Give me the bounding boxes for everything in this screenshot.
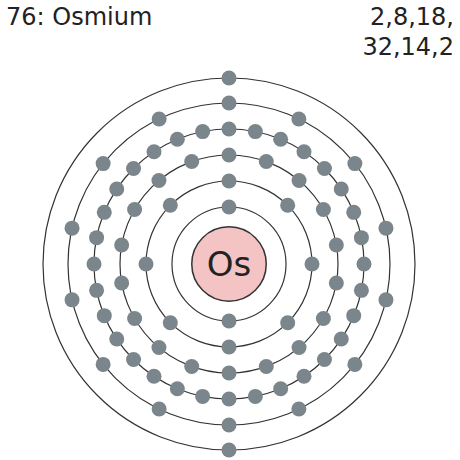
electron bbox=[378, 292, 393, 307]
electron bbox=[259, 359, 274, 374]
element-symbol: Os bbox=[207, 244, 251, 284]
electron bbox=[346, 308, 361, 323]
electron bbox=[222, 96, 237, 111]
electron bbox=[222, 418, 237, 433]
nucleus: Os bbox=[191, 226, 267, 302]
electron bbox=[292, 340, 307, 355]
electron bbox=[65, 292, 80, 307]
electron bbox=[292, 173, 307, 188]
electron bbox=[347, 357, 362, 372]
nucleus-fill bbox=[192, 227, 266, 301]
electron bbox=[195, 124, 210, 139]
electron bbox=[170, 132, 185, 147]
electron bbox=[127, 202, 142, 217]
electron bbox=[357, 257, 372, 272]
electron bbox=[65, 221, 80, 236]
electron bbox=[97, 205, 112, 220]
electron bbox=[316, 202, 331, 217]
electron bbox=[273, 381, 288, 396]
electron bbox=[114, 275, 129, 290]
electron bbox=[317, 161, 332, 176]
electron bbox=[184, 154, 199, 169]
electron bbox=[317, 352, 332, 367]
electron bbox=[151, 173, 166, 188]
shell-ring bbox=[120, 155, 338, 373]
electron bbox=[346, 205, 361, 220]
electron bbox=[222, 340, 237, 355]
electron bbox=[163, 315, 178, 330]
electron bbox=[222, 174, 237, 189]
electron bbox=[222, 314, 237, 329]
electron bbox=[347, 156, 362, 171]
electron bbox=[316, 311, 331, 326]
electron bbox=[89, 230, 104, 245]
electron bbox=[126, 161, 141, 176]
element-title: 76: Osmium bbox=[6, 2, 152, 32]
electron bbox=[222, 122, 237, 137]
electron bbox=[89, 283, 104, 298]
electron bbox=[139, 257, 154, 272]
electron bbox=[163, 198, 178, 213]
electron bbox=[334, 182, 349, 197]
shell-ring bbox=[94, 129, 364, 399]
electron bbox=[152, 402, 167, 417]
electron bbox=[291, 402, 306, 417]
electron bbox=[222, 392, 237, 407]
electron bbox=[280, 315, 295, 330]
electron bbox=[305, 257, 320, 272]
electron bbox=[126, 352, 141, 367]
electron bbox=[152, 111, 167, 126]
electron bbox=[109, 332, 124, 347]
shell-ring bbox=[43, 78, 415, 450]
electron bbox=[109, 182, 124, 197]
electron bbox=[151, 340, 166, 355]
shell-ring bbox=[68, 103, 390, 425]
electron bbox=[222, 366, 237, 381]
electron bbox=[184, 359, 199, 374]
electron bbox=[248, 124, 263, 139]
electron bbox=[96, 357, 111, 372]
electron bbox=[354, 230, 369, 245]
shell-ring bbox=[172, 207, 286, 321]
electron bbox=[329, 275, 344, 290]
electron bbox=[297, 369, 312, 384]
electron bbox=[170, 381, 185, 396]
electron bbox=[127, 311, 142, 326]
electron bbox=[97, 308, 112, 323]
electron bbox=[291, 111, 306, 126]
electron bbox=[222, 148, 237, 163]
electron-configuration: 2,8,18, 32,14,2 bbox=[319, 2, 454, 62]
electron bbox=[147, 369, 162, 384]
electron bbox=[329, 238, 344, 253]
electron bbox=[222, 71, 237, 86]
electron bbox=[222, 443, 237, 458]
electron bbox=[259, 154, 274, 169]
electron bbox=[114, 238, 129, 253]
electron bbox=[147, 144, 162, 159]
shell-ring bbox=[146, 181, 312, 347]
electron bbox=[87, 257, 102, 272]
electron bbox=[280, 198, 295, 213]
electron bbox=[222, 200, 237, 215]
electron bbox=[273, 132, 288, 147]
electron bbox=[96, 156, 111, 171]
electron bbox=[297, 144, 312, 159]
electron bbox=[378, 221, 393, 236]
electron bbox=[248, 389, 263, 404]
electron bbox=[195, 389, 210, 404]
electron bbox=[334, 332, 349, 347]
electron bbox=[354, 283, 369, 298]
